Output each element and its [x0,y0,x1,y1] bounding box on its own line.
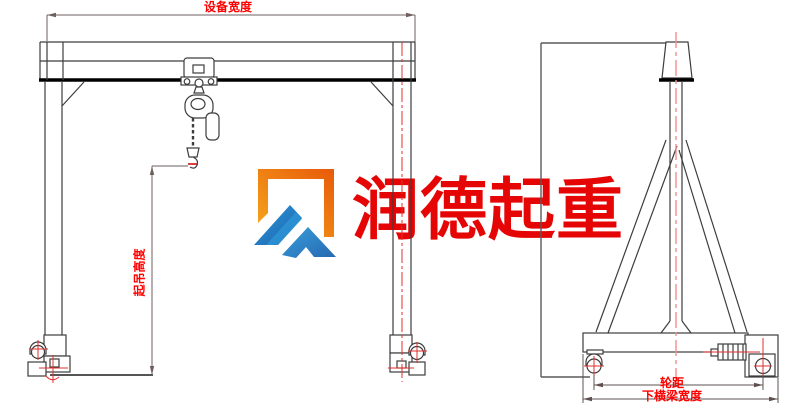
logo-mountain-band [266,212,302,245]
hoist-eye [190,97,206,111]
wheel-base-label: 轮距 [659,376,684,390]
lower-beam [582,332,779,378]
trolley-wheel-left [183,78,191,85]
brand-text: 润德起重 [352,170,624,249]
logo-frame [258,169,334,237]
right-leg [370,42,412,336]
reference-outline [540,42,666,378]
lower-beam-width-label: 下横梁宽度 [641,389,702,403]
hook-block [186,147,200,158]
equipment-width-label: 设备宽度 [203,0,252,14]
lifting-height-dimension [50,165,188,376]
trolley-wheel-right [207,78,215,85]
right-wheel-assembly [389,334,426,376]
main-beam [39,41,416,82]
left-wheel-assembly [27,334,71,377]
lower-beam-width-dimension [582,354,779,403]
suspension-shackle [193,86,205,94]
logo-mountain-small [282,227,336,258]
runde-mountain-frame-logo-icon [254,169,336,258]
wheel-base-dimension [593,375,764,390]
chain-bucket [205,112,220,141]
front-view-centerlines [29,42,427,383]
trolley-hub [194,78,204,88]
hook [189,156,199,169]
hoist-trolley [180,57,220,169]
left-foot-pad [27,361,47,377]
lifting-height-label: 起吊高度 [132,248,147,297]
trolley-window [192,64,205,74]
braces [595,139,748,334]
equipment-width-dimension [46,12,416,55]
logo-mountain-large [254,205,302,245]
left-leg [44,42,85,336]
left-gusset [61,81,85,107]
column-foot-flare [660,320,692,334]
column [660,82,692,334]
right-gusset [370,81,394,107]
front-view [27,12,427,383]
side-view [540,32,779,403]
watermark: 润德起重 [252,163,624,259]
